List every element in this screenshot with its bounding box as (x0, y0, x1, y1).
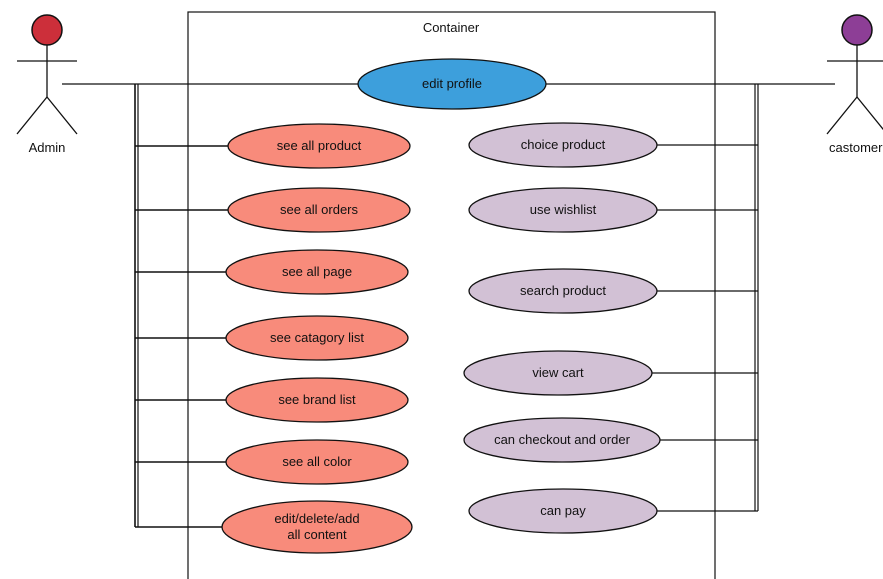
admin-head (31, 14, 63, 46)
use-case-view-cart: view cart (463, 350, 653, 396)
edit-profile-label: edit profile (422, 76, 482, 91)
see-catagory-list-ellipse (225, 315, 409, 361)
search-product-label: search product (520, 283, 606, 298)
use-case-use-wishlist: use wishlist (468, 187, 658, 233)
use-case-choice-product: choice product (468, 122, 658, 168)
see-all-product-label: see all product (277, 138, 362, 153)
use-case-see-catagory-list: see catagory list (225, 315, 409, 361)
can-checkout-and-order-ellipse (463, 417, 661, 463)
can-pay-ellipse (468, 488, 658, 534)
use-case-edit-profile: edit profile (357, 58, 547, 110)
customer-label: castomer (829, 140, 883, 155)
customer-use-cases: choice product use wishlist search product… (463, 122, 758, 534)
see-brand-list-ellipse (225, 377, 409, 423)
use-case-see-all-page: see all page (225, 249, 409, 295)
can-pay-label: can pay (540, 503, 586, 518)
view-cart-ellipse (463, 350, 653, 396)
use-case-see-all-orders: see all orders (227, 187, 411, 233)
customer-actor: castomer (826, 14, 883, 155)
admin-actor: Admin (16, 14, 78, 155)
view-cart-label: view cart (532, 365, 584, 380)
search-product-ellipse (468, 268, 658, 314)
admin-left-leg (16, 96, 48, 135)
use-case-see-all-color: see all color (225, 439, 409, 485)
admin-right-leg (46, 96, 78, 135)
edit-delete-add-all-content-label: edit/delete/add (274, 511, 359, 526)
use-wishlist-label: use wishlist (530, 202, 597, 217)
can-checkout-and-order-label: can checkout and order (494, 432, 631, 447)
edit-delete-add-all-content-label: all content (287, 527, 347, 542)
see-all-page-label: see all page (282, 264, 352, 279)
customer-head (841, 14, 873, 46)
use-case-can-checkout-and-order: can checkout and order (463, 417, 661, 463)
see-all-product-ellipse (227, 123, 411, 169)
choice-product-label: choice product (521, 137, 606, 152)
see-brand-list-label: see brand list (278, 392, 356, 407)
admin-use-cases: see all product see all orders see all pag… (135, 123, 413, 554)
choice-product-ellipse (468, 122, 658, 168)
use-case-see-all-product: see all product (227, 123, 411, 169)
see-all-color-label: see all color (282, 454, 352, 469)
use-case-see-brand-list: see brand list (225, 377, 409, 423)
use-case-can-pay: can pay (468, 488, 658, 534)
see-all-orders-label: see all orders (280, 202, 359, 217)
system-boundary-title: Container (423, 20, 480, 35)
admin-label: Admin (29, 140, 66, 155)
see-all-orders-ellipse (227, 187, 411, 233)
see-all-color-ellipse (225, 439, 409, 485)
customer-left-leg (826, 96, 858, 135)
customer-right-leg (856, 96, 883, 131)
see-all-page-ellipse (225, 249, 409, 295)
use-case-search-product: search product (468, 268, 658, 314)
edit-profile-ellipse (357, 58, 547, 110)
see-catagory-list-label: see catagory list (270, 330, 364, 345)
use-wishlist-ellipse (468, 187, 658, 233)
edit-delete-add-all-content-ellipse (221, 500, 413, 554)
